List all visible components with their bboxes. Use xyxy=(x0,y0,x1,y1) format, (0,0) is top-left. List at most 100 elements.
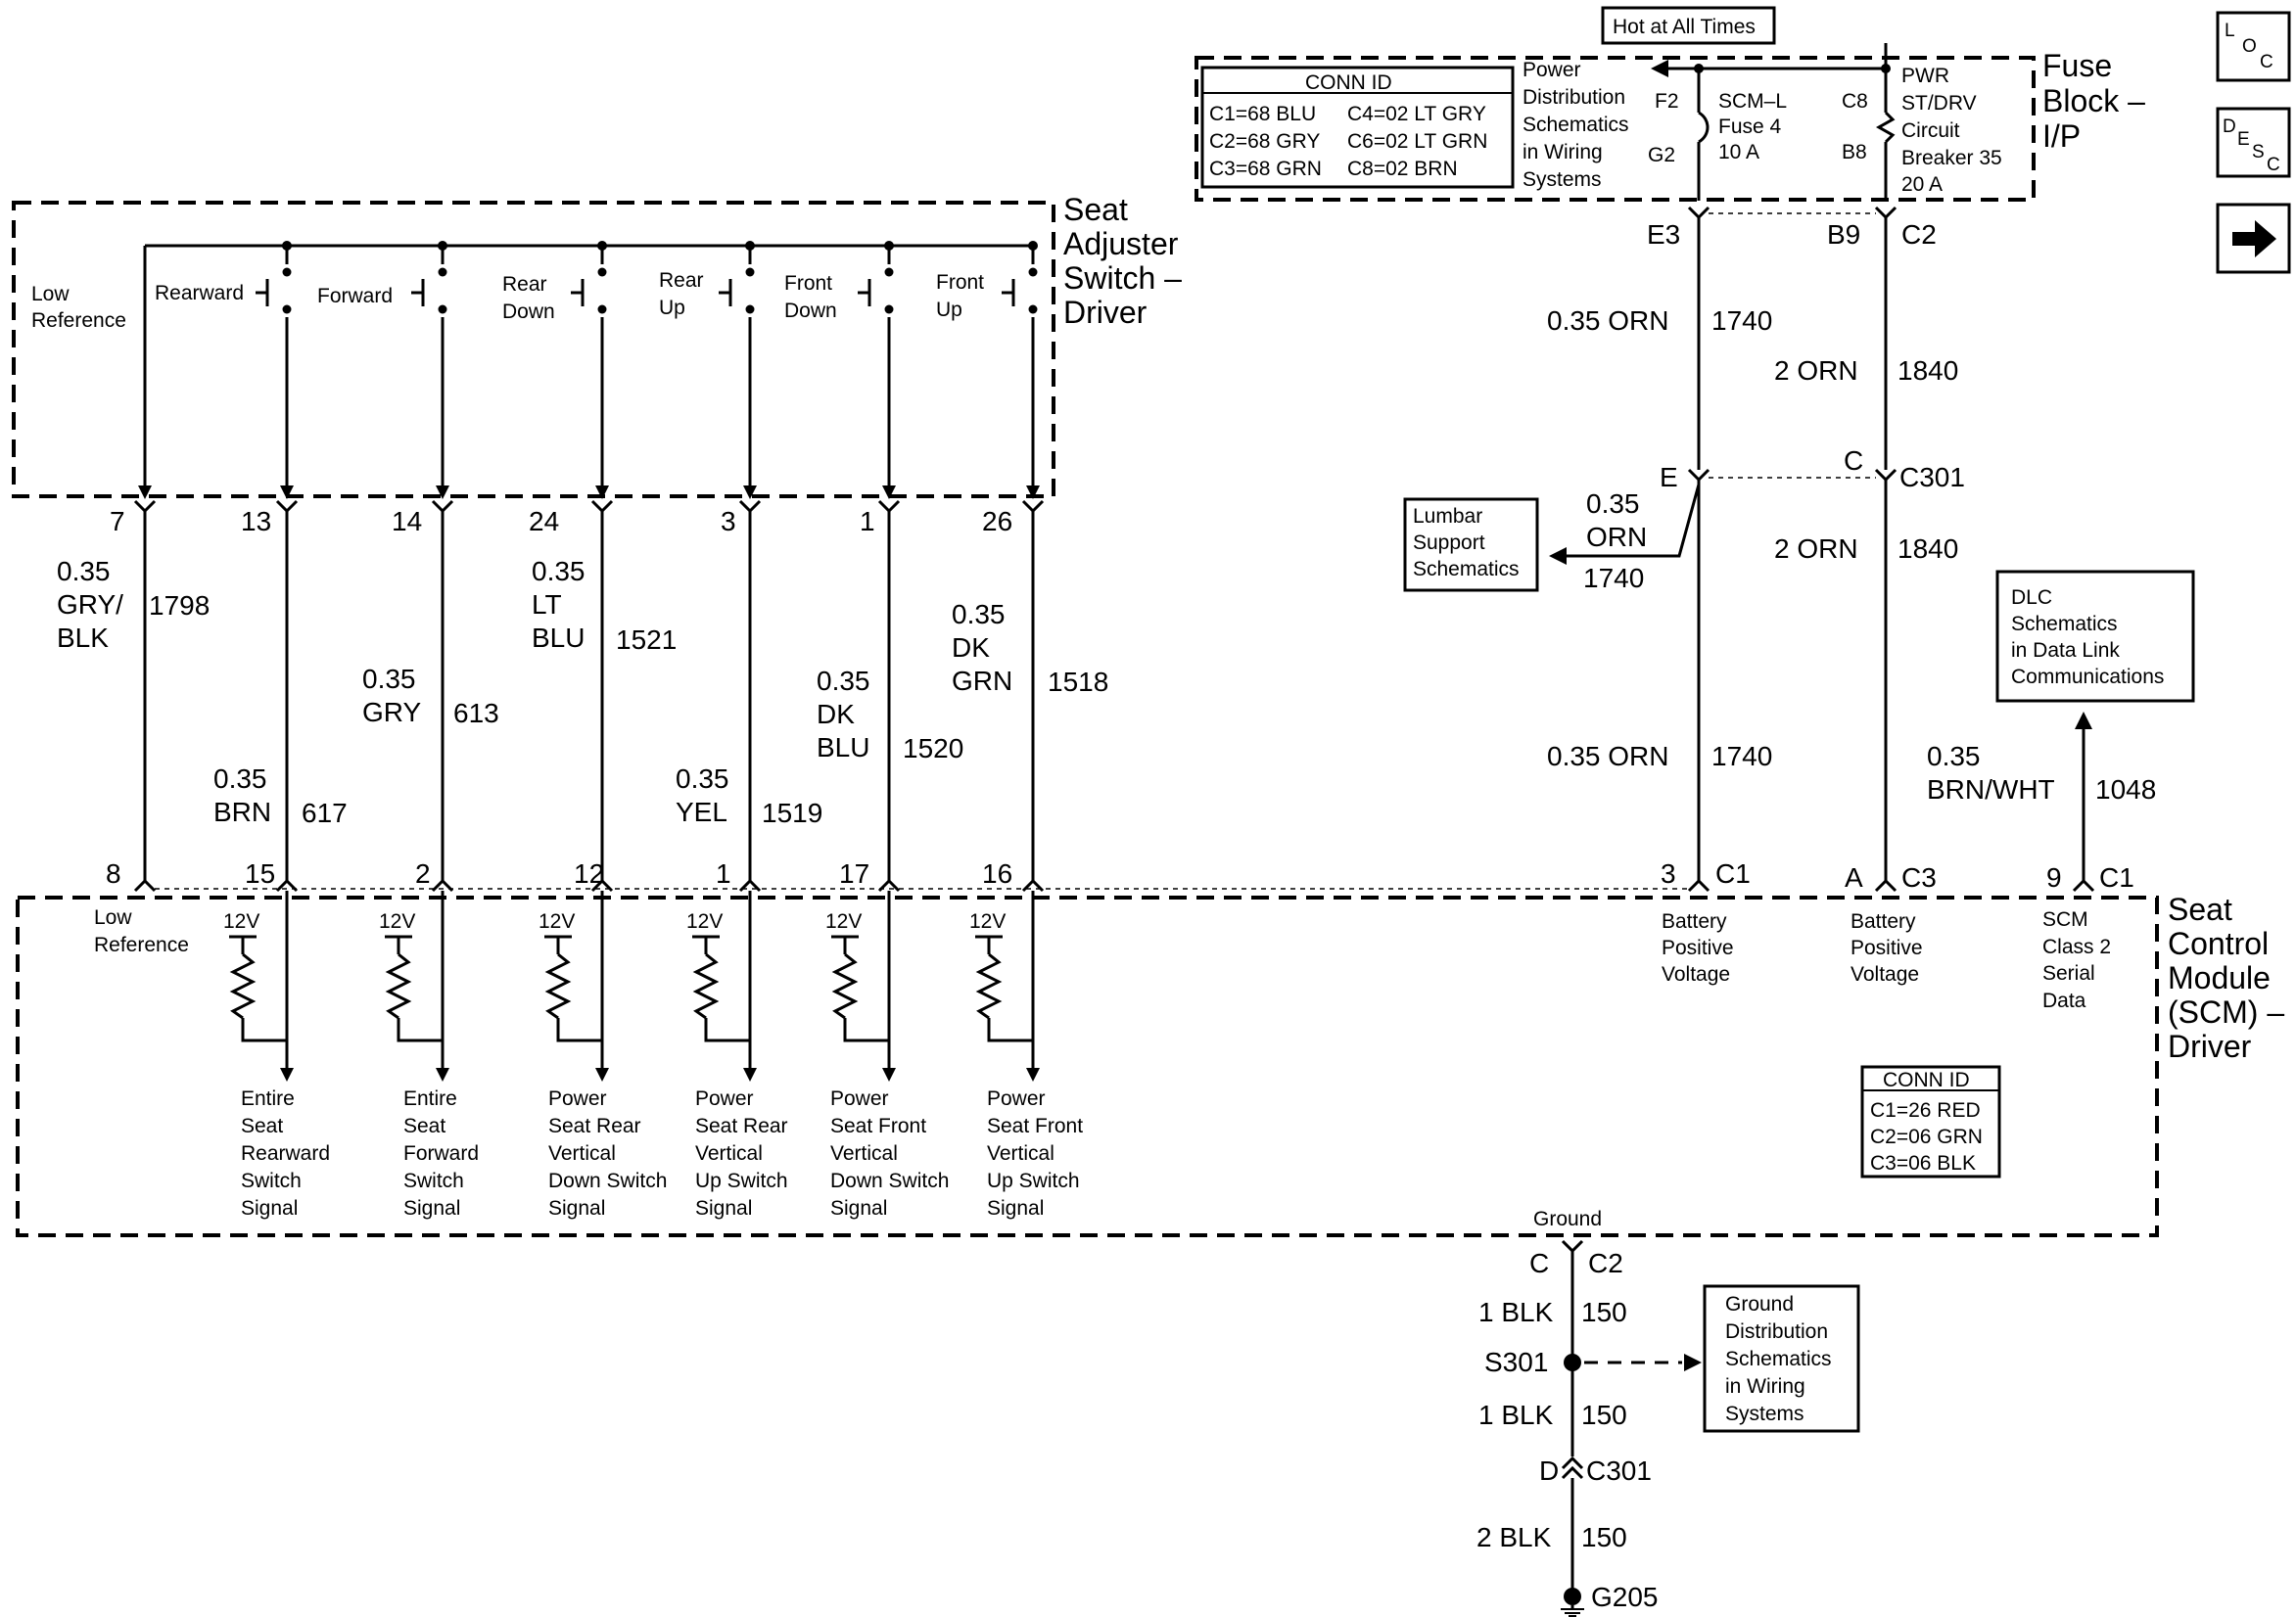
connector-terminal-icon xyxy=(1021,499,1045,514)
arrow-left-icon xyxy=(1651,60,1668,77)
svg-text:9: 9 xyxy=(2046,862,2062,893)
svg-text:C2=68 GRY: C2=68 GRY xyxy=(1209,130,1320,153)
hot-label-box xyxy=(1601,6,1776,45)
arrow-down-icon xyxy=(743,1068,757,1082)
scm-pin-battery-2: A C3 Battery Positive Voltage xyxy=(1845,862,1937,986)
svg-text:CONN ID: CONN ID xyxy=(1305,71,1392,94)
wire-circuit-label: 613 xyxy=(453,698,499,728)
switch-pin-label: 3 xyxy=(721,506,736,536)
wire-circuit-label: 1518 xyxy=(1048,667,1108,697)
arrow-down-icon xyxy=(1026,485,1040,499)
conn-c2: C2 xyxy=(1901,219,1937,250)
arrow-down-icon xyxy=(882,485,896,499)
arrow-down-icon xyxy=(595,485,609,499)
resistor-icon xyxy=(692,952,720,1020)
scm-pin-label: 8 xyxy=(106,858,121,889)
resistor-icon xyxy=(385,952,412,1020)
svg-text:Ground Distribution: Ground Distribution Schematics in Wiring… xyxy=(1725,1293,1837,1425)
fuse-block-outline xyxy=(1195,56,2036,202)
breaker-out-pin: B8 xyxy=(1842,141,1867,163)
scm-outline xyxy=(16,896,2159,1237)
ground-point xyxy=(1564,1588,1581,1605)
loc-button[interactable]: LOC xyxy=(2216,11,2291,82)
scm-pin-serial-data: 9 C1 SCM Class 2 Serial Data xyxy=(2042,862,2134,1012)
desc-button[interactable]: DESC xyxy=(2216,107,2291,178)
arrow-down-icon xyxy=(436,1068,449,1082)
wire-1740-circuit-lower: 1740 xyxy=(1711,741,1772,771)
c301-pin-e: E xyxy=(1660,462,1678,492)
switch-pin-label: 14 xyxy=(392,506,422,536)
arrow-left-icon xyxy=(1549,547,1567,565)
ground-wire-1-circuit: 150 xyxy=(1581,1297,1627,1327)
dlc-ref[interactable]: DLC Schematics in Data Link Communicatio… xyxy=(1995,570,2195,703)
connector-terminal-icon xyxy=(133,499,157,514)
wire-1048-circuit: 1048 xyxy=(2095,774,2156,805)
arrow-down-icon xyxy=(280,1068,294,1082)
svg-text:Lumbar Support Sch: Lumbar Support Schematics xyxy=(1413,505,1520,580)
pullup-voltage: 12V xyxy=(969,910,1006,933)
resistor-icon xyxy=(229,952,257,1020)
switch-pin-label: 24 xyxy=(529,506,559,536)
lumbar-support-ref[interactable]: Lumbar Support Schematics xyxy=(1403,497,1539,592)
pullup-voltage: 12V xyxy=(539,910,575,933)
power-distribution-ref[interactable]: Power Distribution Schematics in Wiring … xyxy=(1523,59,1634,191)
pullup-voltage: 12V xyxy=(223,910,259,933)
svg-text:LOC: LOC xyxy=(2225,21,2273,72)
seat-switch-title: Seat Adjuster Switch – Driver xyxy=(1063,192,1191,330)
svg-text:3: 3 xyxy=(1661,858,1676,889)
scm-pin-label: 17 xyxy=(839,858,869,889)
wire-circuit-label: 617 xyxy=(302,798,348,828)
arrow-down-icon xyxy=(138,485,152,499)
svg-text:C1=68 BLU: C1=68 BLU xyxy=(1209,103,1316,125)
scm-pin-label: 2 xyxy=(415,858,431,889)
pullup-voltage: 12V xyxy=(686,910,723,933)
svg-text:Battery Positive V: Battery Positive Voltage xyxy=(1851,910,1928,986)
scm-conn-id: CONN ID C1=26 RED C2=06 GRN C3=06 BLK xyxy=(1860,1065,2001,1178)
wire-1048-gauge: 0.35 BRN/WHT xyxy=(1927,741,2055,805)
ground-wire-1-gauge: 1 BLK xyxy=(1478,1297,1554,1327)
c301-pin-c: C xyxy=(1844,445,1863,476)
fuse-in-pin: F2 xyxy=(1655,90,1679,113)
wire-1740-gauge-lower: 0.35 ORN xyxy=(1547,741,1669,771)
next-button[interactable] xyxy=(2216,203,2291,274)
ground-g205-label: G205 xyxy=(1591,1582,1659,1612)
connector-terminal-icon xyxy=(738,878,762,893)
scm-pin-label: 1 xyxy=(716,858,731,889)
connector-terminal-icon xyxy=(877,499,901,514)
svg-text:C8=02 BRN: C8=02 BRN xyxy=(1347,158,1458,180)
circuit-breaker-icon xyxy=(1875,111,1896,144)
scm-pin-label: 15 xyxy=(245,858,275,889)
switch-pin-label: 13 xyxy=(241,506,271,536)
fuse-block-conn-id: CONN ID C1=68 BLU C2=68 GRY C3=68 GRN C4… xyxy=(1200,66,1515,189)
svg-text:C1: C1 xyxy=(2099,862,2134,893)
breaker-in-pin: C8 xyxy=(1842,90,1868,113)
switch-pin-label: 7 xyxy=(110,506,125,536)
pullup-voltage: 12V xyxy=(379,910,415,933)
connector-terminal-icon xyxy=(275,878,299,893)
ground-distribution-ref[interactable]: Ground Distribution Schematics in Wiring… xyxy=(1703,1284,1860,1433)
wire-1840-circuit: 1840 xyxy=(1898,355,1958,386)
connector-terminal-icon xyxy=(590,878,614,893)
lumbar-wire-label: 0.35 ORN 1740 xyxy=(1583,488,1655,593)
connector-terminal-icon xyxy=(1874,468,1898,483)
svg-text:C3=06 BLK: C3=06 BLK xyxy=(1870,1152,1976,1175)
pin-e3: E3 xyxy=(1647,219,1680,250)
